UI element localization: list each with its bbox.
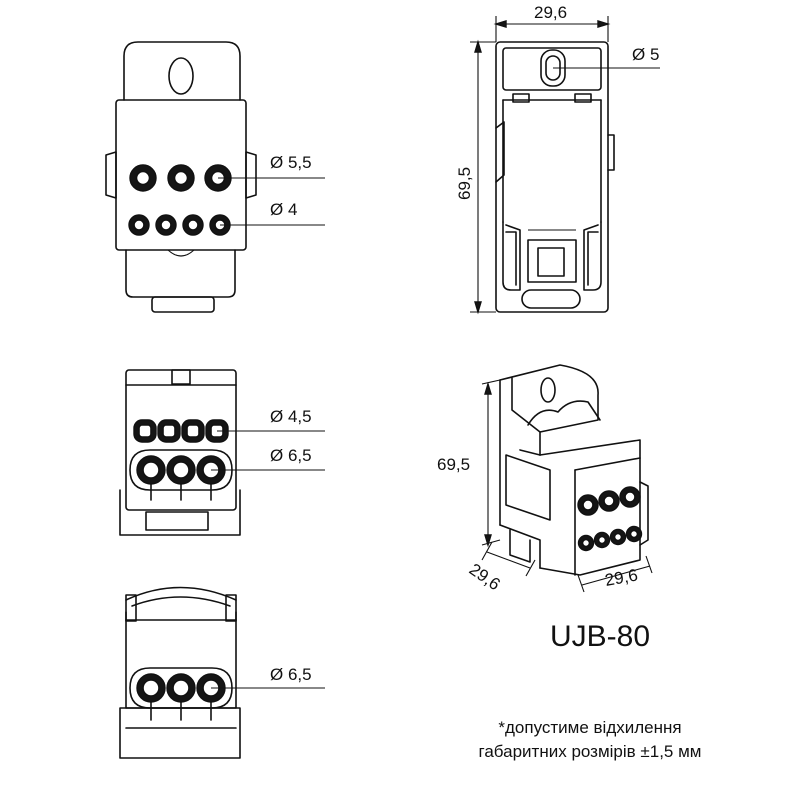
- iso-depth-label: 29,6: [466, 560, 504, 595]
- tolerance-note-line-2: габаритних розмірів ±1,5 мм: [478, 742, 702, 761]
- iso-terminal-holes: [577, 486, 643, 552]
- front-small-hole-label: Ø 4: [270, 200, 297, 219]
- model-title: UJB-80: [549, 620, 651, 653]
- tolerance-note: *допустиме відхилення габаритних розмірі…: [420, 716, 760, 764]
- isometric-view: 69,5 29,6 29,6: [437, 364, 653, 595]
- front-view: Ø 5,5 Ø 4: [105, 41, 325, 313]
- bottom-large-holes: [129, 667, 233, 721]
- iso-width-label: 29,6: [603, 565, 639, 589]
- tolerance-note-line-1: *допустиме відхилення: [498, 718, 682, 737]
- mounting-slot-icon: [168, 57, 194, 95]
- front-large-hole-label: Ø 5,5: [270, 153, 312, 172]
- top-large-hole-label: Ø 6,5: [270, 446, 312, 465]
- side-slot-label: Ø 5: [632, 45, 659, 64]
- top-large-holes: [129, 449, 233, 501]
- top-small-holes: [133, 419, 229, 443]
- iso-height-label: 69,5: [437, 455, 470, 474]
- side-height-label: 69,5: [455, 167, 474, 200]
- top-small-hole-label: Ø 4,5: [270, 407, 312, 426]
- bottom-large-hole-label: Ø 6,5: [270, 665, 312, 684]
- top-view: Ø 4,5 Ø 6,5: [119, 369, 325, 536]
- large-terminal-holes: [129, 164, 232, 192]
- bottom-view: Ø 6,5: [119, 586, 325, 759]
- small-terminal-holes: [128, 214, 231, 236]
- side-view: 29,6 69,5 Ø 5: [455, 3, 660, 315]
- side-width-label: 29,6: [534, 3, 567, 22]
